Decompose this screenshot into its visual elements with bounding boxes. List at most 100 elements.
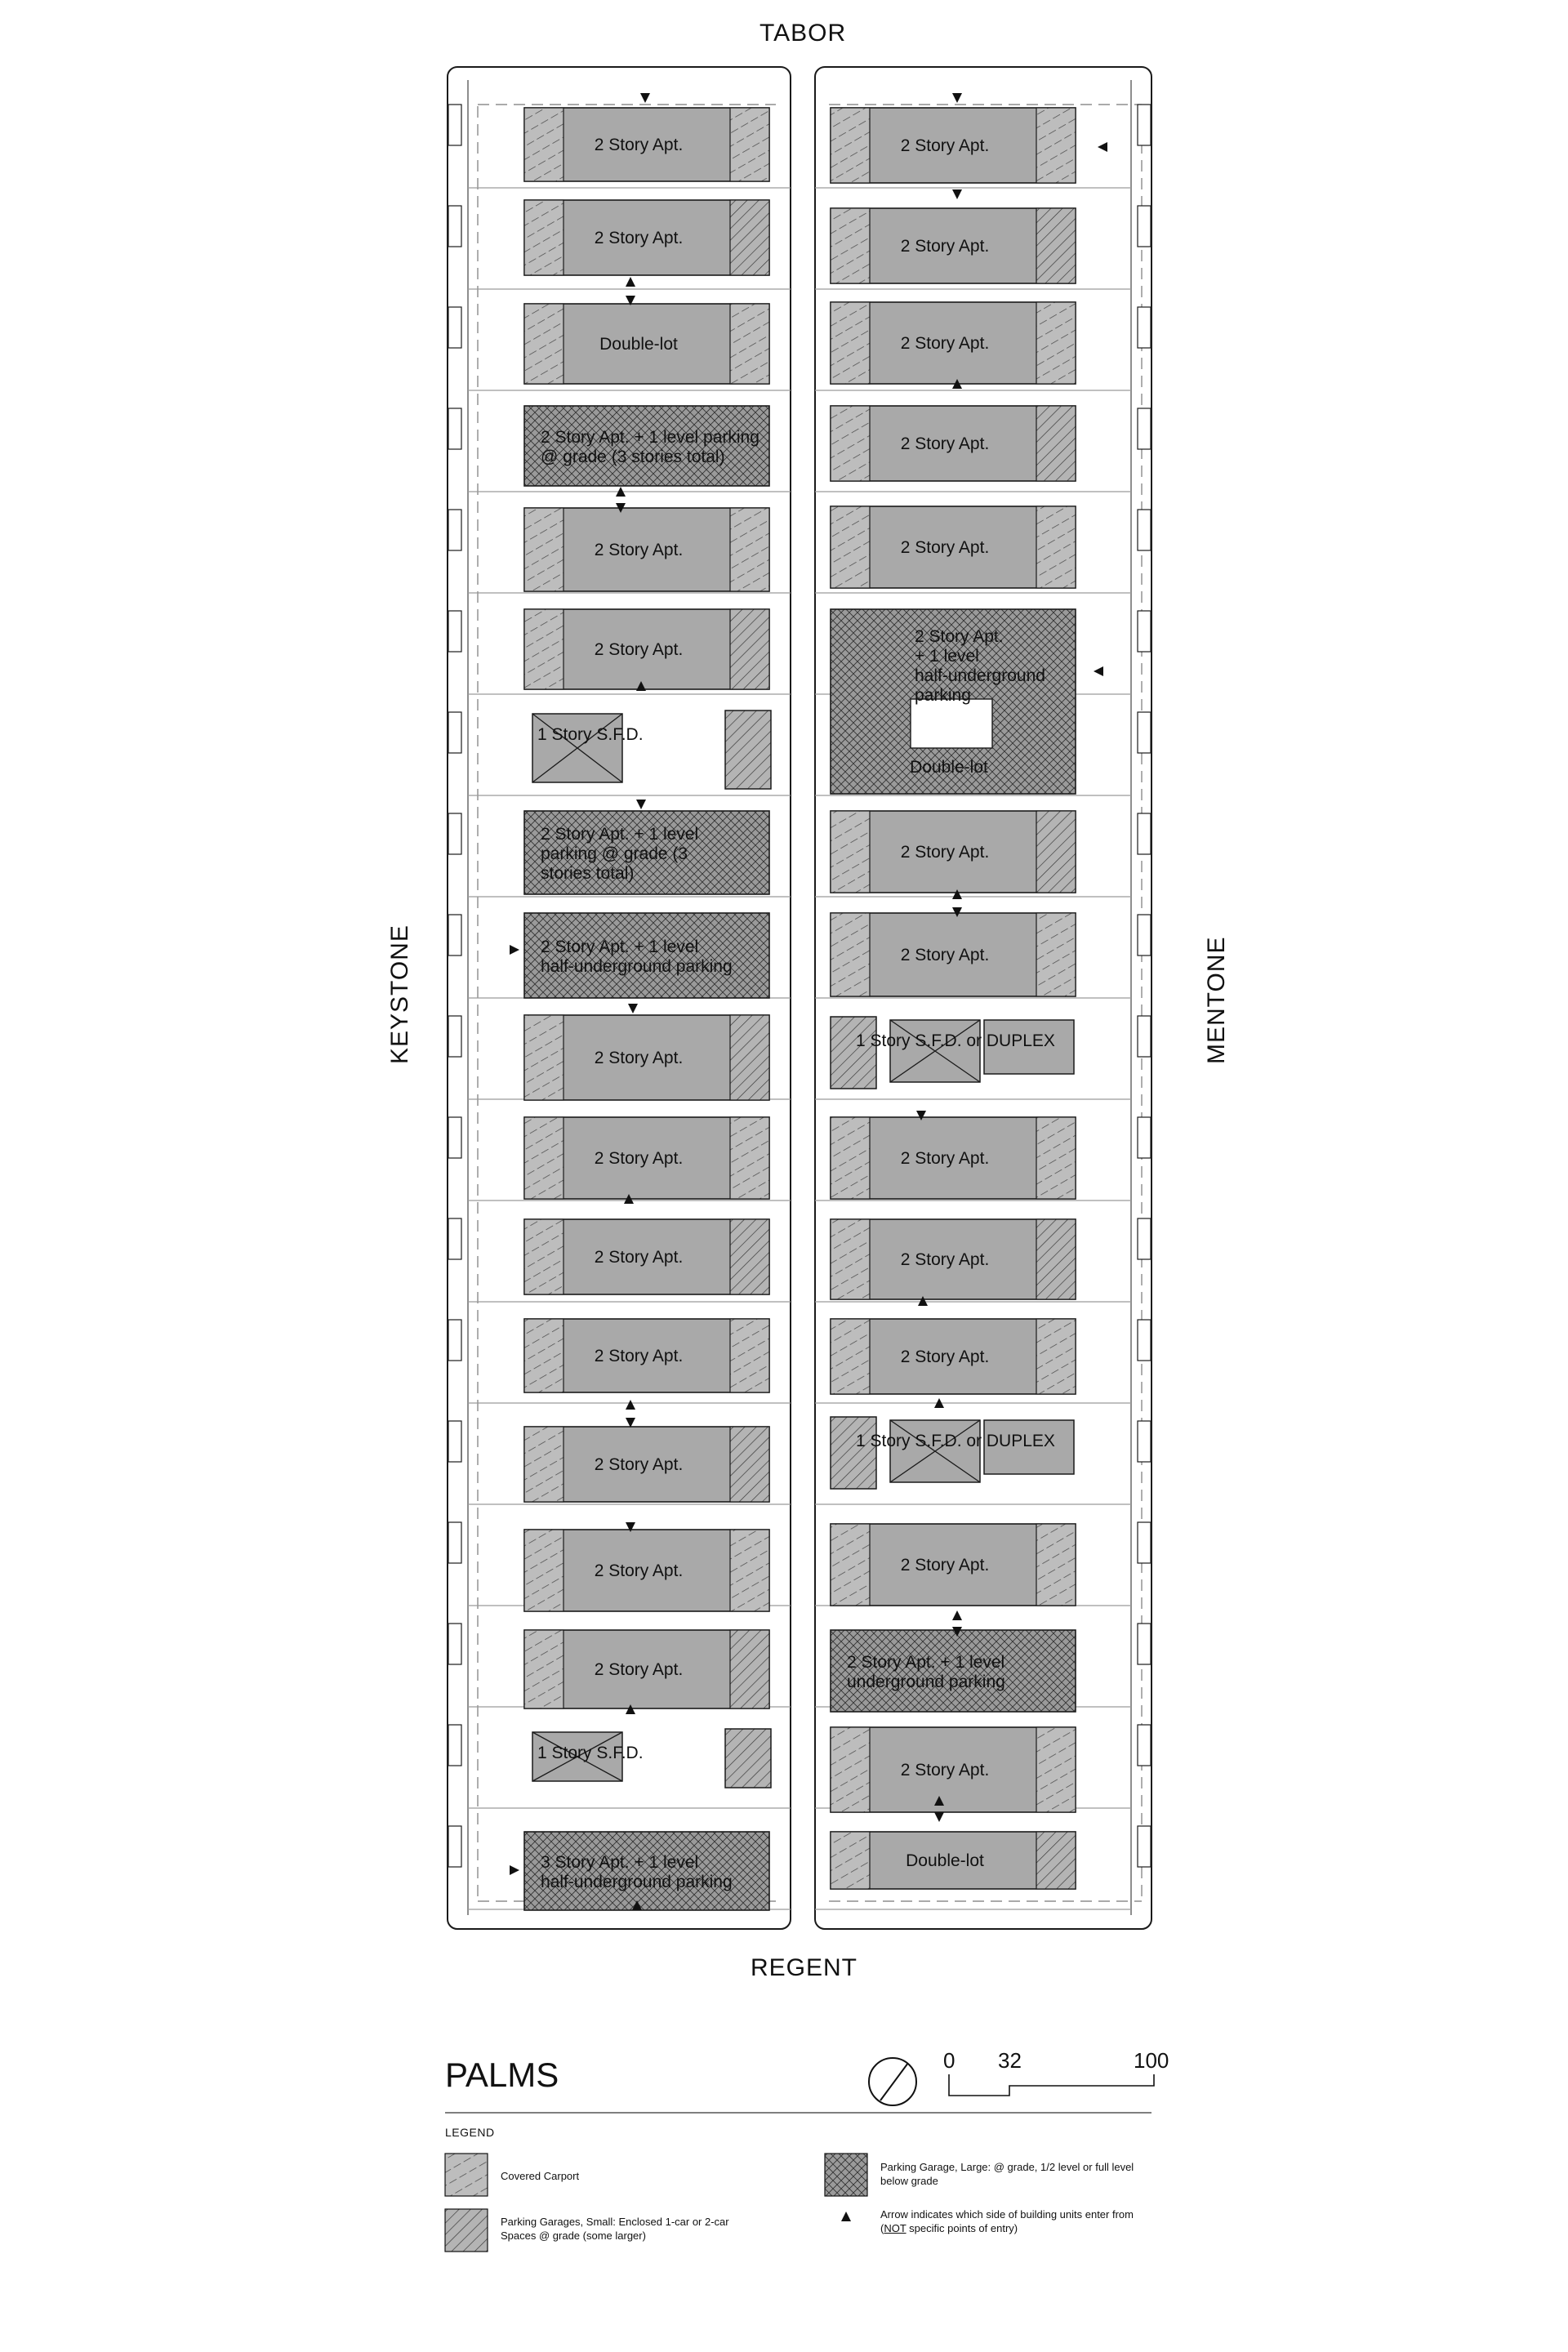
building-label: half-underground: [915, 666, 1045, 685]
building-west-12: 2 Story Apt.: [523, 1218, 770, 1295]
legend-arrow-label-emph: NOT: [884, 2222, 906, 2234]
building-label: half-underground parking: [541, 1873, 733, 1891]
carport: [830, 1726, 871, 1813]
building-label: 1 Story S.F.D.: [537, 1744, 644, 1762]
building-west-13: 2 Story Apt.: [523, 1318, 770, 1393]
building-label: stories total): [541, 864, 634, 883]
building-label: 2 Story Apt.: [901, 434, 990, 453]
carport: [523, 1014, 564, 1101]
building-east-14: 1 Story S.F.D. or DUPLEX: [830, 1416, 1075, 1490]
garage-small: [729, 1629, 770, 1709]
building-label: 2 Story Apt.: [901, 136, 990, 155]
building-footprint: [830, 207, 1076, 284]
building-east-17: 2 Story Apt.: [830, 1726, 1076, 1813]
carport: [830, 1523, 871, 1606]
building-label: 2 Story Apt.: [901, 1761, 990, 1780]
building-label: 2 Story Apt.: [595, 1248, 684, 1267]
building-label: 2 Story Apt.: [595, 1049, 684, 1067]
entry-arrow-icon: [626, 1400, 635, 1410]
entry-arrow-icon: [510, 945, 519, 955]
building-footprint: [523, 1629, 770, 1709]
legend-arrow-label-post: specific points of entry): [906, 2222, 1018, 2234]
entry-arrows: [510, 93, 1107, 1910]
roof-lines: [532, 713, 623, 783]
curb-notch: [448, 711, 462, 754]
garage-small: [1036, 405, 1076, 482]
building-footprint: [523, 1318, 770, 1393]
scale-label-0: 0: [943, 2048, 956, 2073]
garage-small: [1036, 301, 1076, 385]
building-label: 2 Story Apt.: [595, 229, 684, 247]
carport: [523, 199, 564, 276]
garage-small: [1036, 506, 1076, 589]
entry-arrow-icon: [916, 1111, 926, 1120]
building-label: 2 Story Apt.: [901, 843, 990, 862]
curb-notch: [1137, 1724, 1152, 1766]
entry-arrow-icon: [934, 1796, 944, 1806]
garage-structure: [724, 1728, 772, 1788]
entry-arrow-icon: [626, 1704, 635, 1714]
building-west-17: 1 Story S.F.D.: [532, 1728, 772, 1788]
legend-arrow-label-line1: Arrow indicates which side of building u…: [880, 2208, 1134, 2221]
garage-small: [729, 1014, 770, 1101]
building-footprint: [830, 1523, 1076, 1606]
building-footprint: [830, 1116, 1076, 1200]
roof-lines: [889, 1419, 981, 1483]
building-east-15: 2 Story Apt.: [830, 1523, 1076, 1606]
building-footprint: [830, 1318, 1076, 1395]
legend-small-garage-label: Parking Garages, Small: Enclosed 1-car o…: [501, 2216, 729, 2242]
building-label: Double-lot: [599, 335, 678, 354]
building-east-6: 2 Story Apt.+ 1 levelhalf-undergroundpar…: [830, 608, 1076, 795]
building-label: 2 Story Apt. + 1 level: [541, 938, 698, 956]
building-label: 2 Story Apt.: [901, 946, 990, 964]
carport: [830, 1116, 871, 1200]
carport: [523, 1629, 564, 1709]
building-label: 2 Story Apt.: [595, 1149, 684, 1168]
roof-lines: [532, 1731, 623, 1782]
curb-notch: [448, 1319, 462, 1361]
entry-arrow-icon: [628, 1004, 638, 1013]
curb-notch: [1137, 1521, 1152, 1564]
building-footprint: [523, 1831, 770, 1911]
garage-small: [1036, 1116, 1076, 1200]
building-west-6: 2 Story Apt.: [523, 608, 770, 690]
entry-arrow-icon: [510, 1865, 519, 1875]
building-east-2: 2 Story Apt.: [830, 207, 1076, 284]
building-east-3: 2 Story Apt.: [830, 301, 1076, 385]
building-label: 2 Story Apt.: [901, 1250, 990, 1269]
building-label: 2 Story Apt. + 1 level: [847, 1653, 1004, 1672]
building-label: half-underground parking: [541, 957, 733, 976]
carport: [830, 1218, 871, 1300]
entry-arrow-icon: [626, 296, 635, 305]
entry-arrow-icon: [952, 1610, 962, 1620]
building-footprint: [523, 1116, 770, 1200]
entry-arrow-icon: [626, 1522, 635, 1532]
roof-lines: [889, 1019, 981, 1083]
garage-small: [729, 1116, 770, 1200]
garage-small: [1036, 912, 1076, 997]
curb-notch: [448, 1521, 462, 1564]
curb-notch: [448, 1420, 462, 1463]
entry-arrow-icon: [934, 1398, 944, 1408]
carport: [523, 1529, 564, 1612]
curb-notch: [448, 1218, 462, 1260]
garage-small: [729, 107, 770, 182]
building-label: 2 Story Apt.: [595, 136, 684, 154]
curb-notch: [448, 509, 462, 551]
legend-large-garage-label: Parking Garage, Large: @ grade, 1/2 leve…: [880, 2161, 1134, 2187]
garage-small: [1036, 1726, 1076, 1813]
curb-notch: [1137, 1218, 1152, 1260]
curb-notch: [448, 1015, 462, 1058]
building-label: 2 Story Apt.: [595, 1347, 684, 1365]
building-footprint: [830, 301, 1076, 385]
building-label: 2 Story Apt.: [915, 627, 1004, 646]
carport: [523, 1426, 564, 1503]
carport: [830, 1318, 871, 1395]
building-west-10: 2 Story Apt.: [523, 1014, 770, 1101]
building-footprint: [523, 507, 770, 592]
building-footprint: [523, 1218, 770, 1295]
legend-large-garage-swatch: [824, 2153, 868, 2197]
carport: [523, 303, 564, 385]
building-label: 2 Story Apt.: [901, 1556, 990, 1575]
garage-small: [1036, 810, 1076, 893]
